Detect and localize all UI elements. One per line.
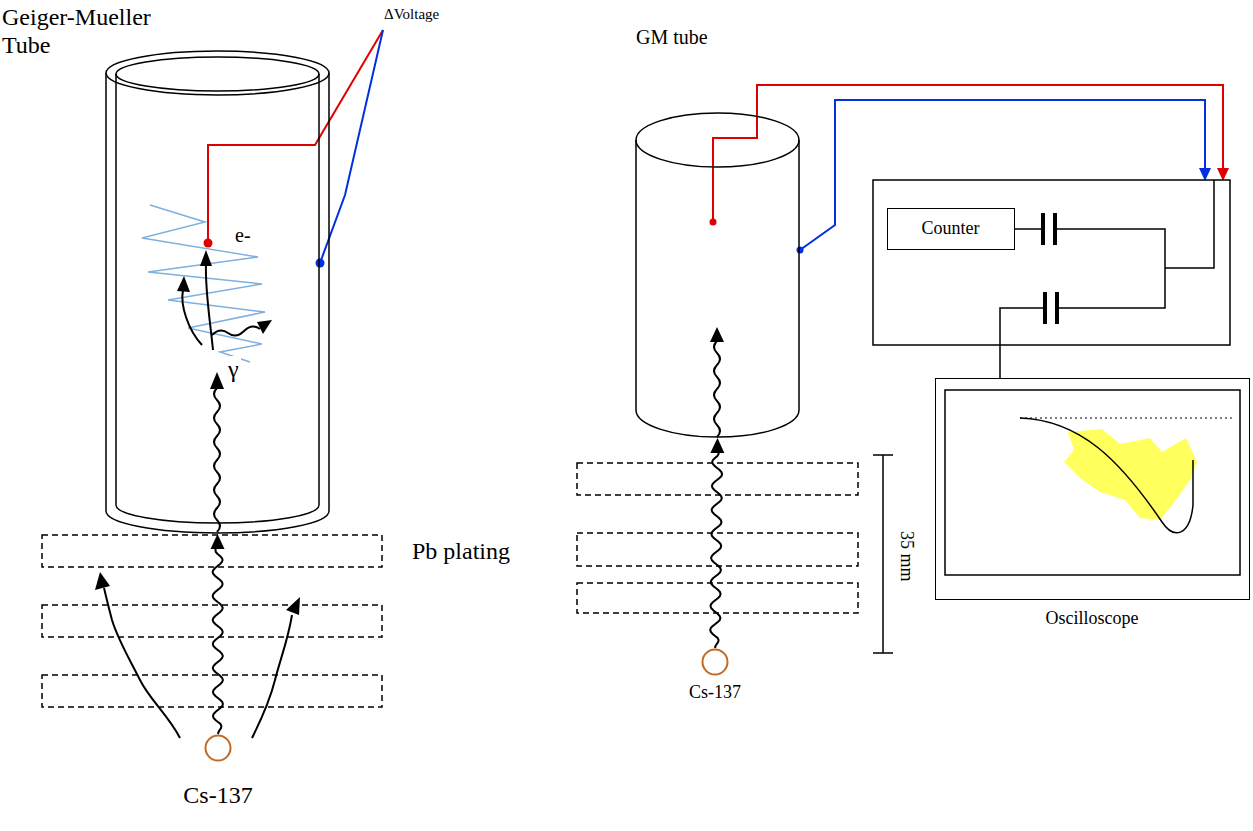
cathode-wire: [800, 100, 1205, 250]
arrow-head: [210, 372, 224, 389]
oscilloscope-screen: [945, 390, 1240, 575]
node-label: Cs-137: [183, 782, 252, 810]
gamma-ray: [714, 341, 720, 437]
gamma-ray: [710, 452, 722, 648]
signal-pulse: [1020, 418, 1193, 533]
anode-dot: [710, 219, 717, 226]
electron-path: [212, 326, 260, 335]
circuit-box: [873, 180, 1230, 345]
cylinder-body: [106, 73, 329, 533]
electron-path: [206, 264, 213, 350]
source-node: Cs-137: [701, 648, 729, 676]
node-label: Geiger-Mueller Tube: [2, 4, 177, 59]
anode-wire: [208, 30, 383, 243]
scattered-ray: [104, 588, 292, 738]
voltage-label: ΔVoltage: [384, 6, 439, 23]
tube-node: GM tube: [635, 112, 800, 438]
cylinder-outline: [635, 112, 800, 438]
tube-node: Geiger-Mueller Tube: [105, 50, 330, 534]
node-label: GM tube: [636, 26, 708, 49]
gamma-ray-connector: [211, 534, 225, 734]
gamma-ray: [213, 548, 223, 734]
counter-box: Counter: [887, 208, 1015, 250]
arrow-head: [1199, 168, 1211, 181]
arrow-head: [95, 572, 110, 590]
lead-plate: [577, 533, 858, 566]
gamma-ray: [214, 388, 220, 532]
particle-label: e-: [233, 224, 253, 247]
lead-plate: [42, 675, 382, 707]
circuit-wire: [1000, 180, 1214, 378]
cathode-dot: [316, 259, 325, 268]
arrow-head: [1217, 168, 1229, 181]
arrow-head: [710, 327, 724, 342]
electron-path: [182, 264, 260, 350]
node-label: Counter: [922, 218, 980, 239]
cathode-dot: [797, 247, 804, 254]
scattered-ray: [252, 615, 292, 738]
ionized-gas: [142, 205, 265, 362]
source-circle: [206, 736, 231, 761]
arrow-head: [286, 597, 300, 615]
source-circle: [703, 650, 728, 675]
arrow-head: [200, 250, 212, 266]
cylinder-outline: [105, 50, 330, 534]
cylinder-body: [636, 140, 799, 437]
dimension-label: 35 mm: [895, 531, 916, 582]
gamma-ray-connector: [710, 438, 724, 648]
oscilloscope-box: Oscilloscope: [935, 378, 1250, 600]
arrow-head: [710, 438, 724, 453]
arrow-head: [211, 534, 225, 549]
source-outline: [204, 734, 232, 762]
cylinder-inner-wall: [116, 74, 319, 523]
cylinder-inner-top: [116, 57, 319, 91]
signal-trace: [1064, 429, 1197, 520]
particle-label: γ: [226, 356, 241, 384]
cylinder-top: [106, 51, 329, 95]
lead-plate: [42, 535, 382, 567]
capacitor-symbol: [1043, 213, 1057, 324]
electron-path: [182, 290, 202, 345]
node-label: Cs-137: [689, 682, 741, 703]
cylinder-top: [636, 113, 799, 167]
source-outline: [701, 648, 729, 676]
arrow-head: [177, 276, 190, 292]
lead-plate: [42, 463, 858, 707]
dimension-bracket: [873, 455, 893, 653]
baseline: [1020, 418, 1232, 419]
anode-dot: [204, 239, 213, 248]
material-label: Pb plating: [412, 538, 510, 566]
arrow-head: [257, 320, 272, 334]
node-label: Oscilloscope: [1046, 608, 1139, 629]
source-node: Cs-137: [204, 734, 232, 762]
scattered-ray: [104, 588, 180, 738]
